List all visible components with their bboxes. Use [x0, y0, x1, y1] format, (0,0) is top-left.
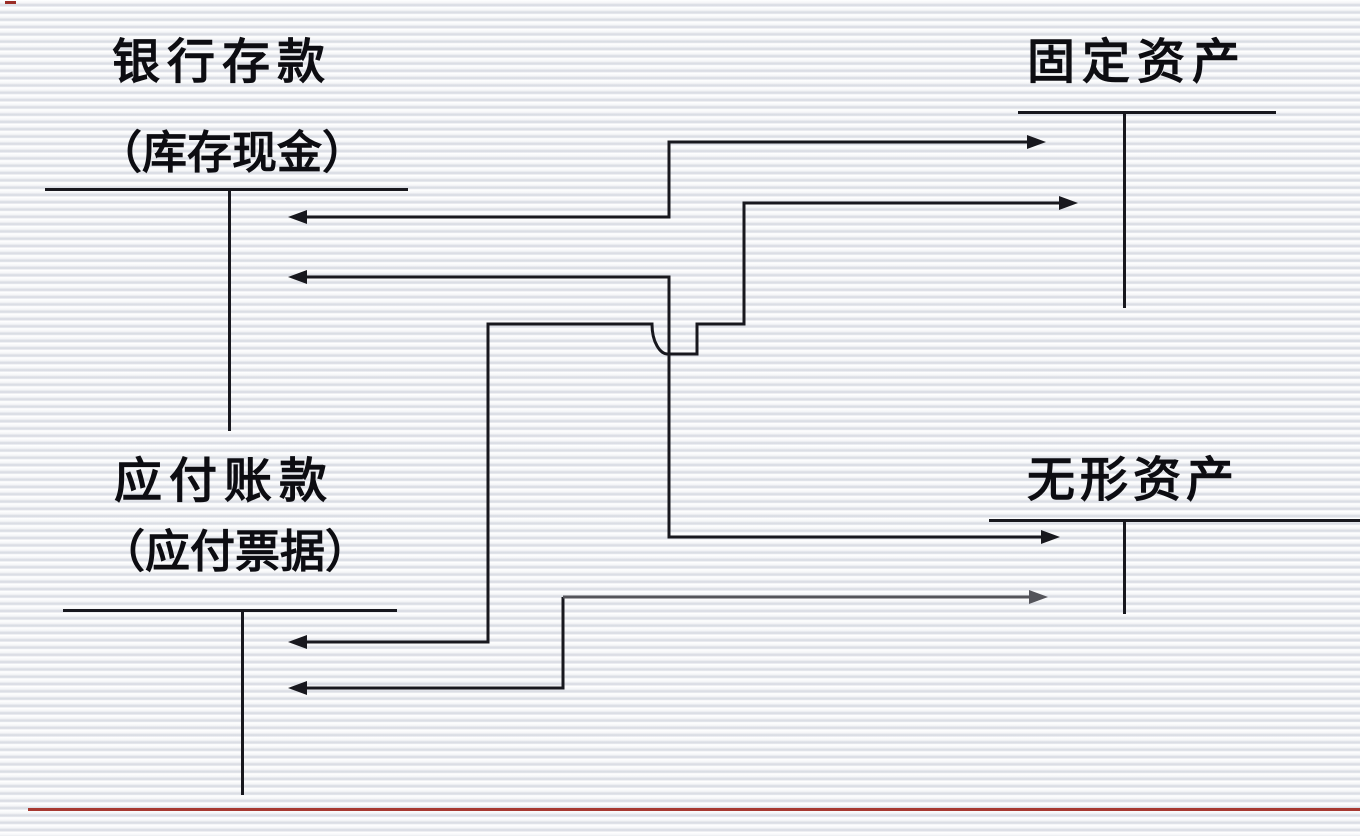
top-left-red-dash — [5, 1, 16, 4]
arrowhead-into-bank-2 — [288, 270, 307, 284]
arrowhead-into-fixed-1 — [1027, 135, 1046, 149]
connector-arrowheads — [288, 135, 1078, 695]
connector-payable-intangible-left-segment — [305, 597, 565, 690]
bank-deposit-t-stem — [228, 190, 231, 431]
bottom-red-rule — [28, 808, 1360, 811]
arrowhead-into-bank-1 — [288, 210, 307, 224]
fixed-assets-title: 固定资产 — [1027, 34, 1248, 90]
arrowhead-into-intangible-2 — [1029, 590, 1048, 604]
arrowhead-into-payable-1 — [288, 635, 307, 649]
connector-bank-fixed — [305, 140, 1029, 219]
intangible-assets-t-horizontal — [989, 519, 1360, 522]
connector-bank-intangible — [305, 275, 1043, 539]
intangible-assets-title: 无形资产 — [1027, 452, 1240, 508]
accounts-payable-t-stem — [241, 611, 244, 795]
connector-payable-fixed-with-hop — [305, 201, 1061, 644]
arrowhead-into-fixed-2 — [1059, 196, 1078, 210]
intangible-assets-t-stem — [1123, 521, 1126, 614]
arrowhead-into-payable-2 — [288, 681, 307, 695]
accounts-payable-title: 应付账款 — [114, 453, 335, 509]
fixed-assets-t-stem — [1123, 113, 1126, 308]
connector-gray-segment — [563, 590, 1048, 604]
arrowhead-into-intangible-1 — [1041, 530, 1060, 544]
connector-lines — [305, 140, 1061, 690]
bank-deposit-t-horizontal — [45, 188, 408, 191]
accounts-payable-t-horizontal — [63, 609, 397, 612]
bank-deposit-title: 银行存款 — [112, 34, 333, 90]
fixed-assets-t-horizontal — [1018, 111, 1276, 114]
accounts-payable-subtitle: （应付票据） — [100, 525, 371, 578]
bank-deposit-subtitle: （库存现金） — [97, 126, 368, 179]
